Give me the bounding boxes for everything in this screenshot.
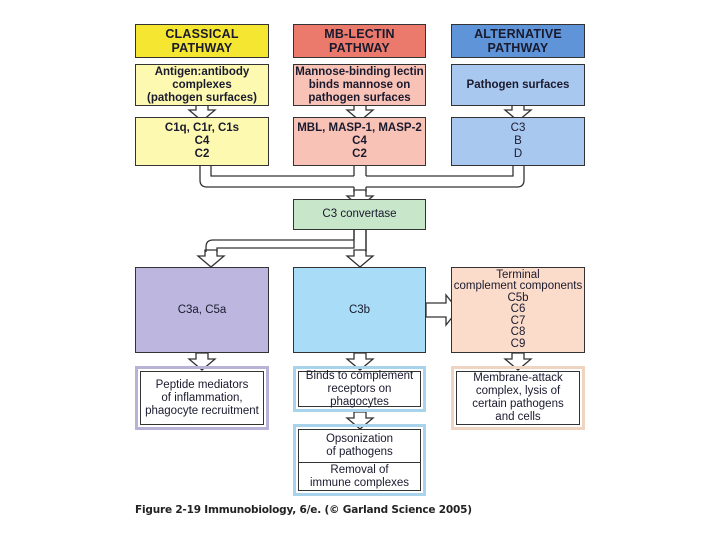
outcome-line: certain pathogens [472, 398, 564, 410]
outcome-line: Membrane-attack [473, 372, 563, 384]
alternative-trigger-box: Pathogen surfaces [451, 64, 585, 106]
convertase-label: C3 convertase [322, 208, 397, 220]
header-line: ALTERNATIVE [474, 27, 562, 41]
component-line: B [514, 135, 522, 147]
component-line: C4 [352, 135, 367, 147]
outcome-line: Binds to complement [305, 369, 414, 382]
classical-components-box: C1q, C1r, C1s C4 C2 [135, 117, 269, 166]
mb-lectin-components-box: MBL, MASP-1, MASP-2 C4 C2 [293, 117, 426, 166]
component-line: C2 [194, 148, 210, 160]
arrow-to-anaphylatoxins [196, 249, 226, 268]
merge-center-stub [353, 166, 367, 176]
component-line: C3 [510, 122, 526, 134]
outcome-line: complex, lysis of [475, 385, 561, 397]
trigger-line: binds mannose on [308, 78, 411, 91]
opsonization-section: Opsonization of pathogens [299, 430, 420, 463]
anaphylatoxins-box: C3a, C5a [135, 267, 269, 353]
merge-outer-right [366, 166, 525, 188]
split-outer-left [205, 230, 355, 252]
component-line: D [513, 148, 523, 160]
header-line: PATHWAY [171, 41, 233, 55]
mb-lectin-trigger-box: Mannose-binding lectin binds mannose on … [293, 64, 426, 106]
merge-outer-left [199, 166, 354, 188]
trigger-line: pathogen surfaces [308, 91, 411, 104]
outcome-line: Peptide mediators [155, 378, 249, 391]
terminal-line: C9 [510, 337, 526, 350]
header-line: CLASSICAL [165, 27, 239, 41]
classical-trigger-box: Antigen:antibody complexes (pathogen sur… [135, 64, 269, 106]
effect-line: Removal of [330, 463, 389, 476]
effect-line: immune complexes [309, 476, 410, 489]
mb-lectin-pathway-header: MB-LECTIN PATHWAY [293, 24, 426, 58]
component-line: C4 [194, 135, 210, 147]
effect-line: Opsonization [325, 433, 394, 445]
terminal-line: complement components [453, 280, 583, 293]
component-line: C2 [352, 148, 367, 160]
merge-down-stub [353, 187, 367, 192]
figure-caption: Figure 2-19 Immunobiology, 6/e. (© Garla… [135, 504, 472, 516]
c3b-effects-box: Opsonization of pathogens Removal of imm… [293, 424, 426, 496]
terminal-line: C6 [510, 303, 526, 316]
binds-receptors-box: Binds to complement receptors on phagocy… [293, 366, 426, 412]
terminal-line: C7 [510, 314, 526, 327]
alternative-components-box: C3 B D [451, 117, 585, 166]
c3b-box: C3b [293, 267, 426, 353]
product-label: C3a, C5a [177, 303, 227, 316]
outcome-line: of inflammation, [161, 391, 243, 404]
membrane-attack-box: Membrane-attack complex, lysis of certai… [451, 366, 585, 430]
terminal-line: C8 [510, 326, 526, 339]
trigger-line: (pathogen surfaces) [147, 91, 257, 104]
header-line: PATHWAY [329, 41, 390, 55]
component-line: MBL, MASP-1, MASP-2 [297, 122, 422, 134]
alternative-pathway-header: ALTERNATIVE PATHWAY [451, 24, 585, 58]
terminal-line: Terminal [496, 268, 540, 281]
outcome-line: receptors on phagocytes [327, 382, 392, 408]
header-line: PATHWAY [487, 41, 549, 55]
arrow-to-c3b [345, 249, 375, 268]
product-label: C3b [348, 303, 371, 316]
classical-pathway-header: CLASSICAL PATHWAY [135, 24, 269, 58]
component-line: C1q, C1r, C1s [164, 122, 240, 134]
peptide-mediators-box: Peptide mediators of inflammation, phago… [135, 366, 269, 430]
merge-inner-left [210, 166, 354, 177]
effect-line: of pathogens [326, 446, 393, 458]
terminal-components-box: Terminal complement components C5b C6 C7… [451, 267, 585, 353]
trigger-line: Antigen:antibody [154, 65, 250, 78]
trigger-line: Mannose-binding lectin [295, 65, 424, 78]
outcome-line: and cells [495, 411, 541, 423]
merge-inner-right [366, 166, 514, 177]
outcome-line: phagocyte recruitment [145, 404, 259, 417]
c3-convertase-box: C3 convertase [293, 199, 426, 230]
removal-section: Removal of immune complexes [299, 463, 420, 490]
terminal-line: C5b [507, 291, 529, 304]
split-inner-left [216, 230, 355, 252]
trigger-line: complexes [172, 78, 232, 91]
split-center [365, 230, 367, 251]
header-line: MB-LECTIN [324, 27, 395, 41]
trigger-line: Pathogen surfaces [466, 78, 570, 91]
